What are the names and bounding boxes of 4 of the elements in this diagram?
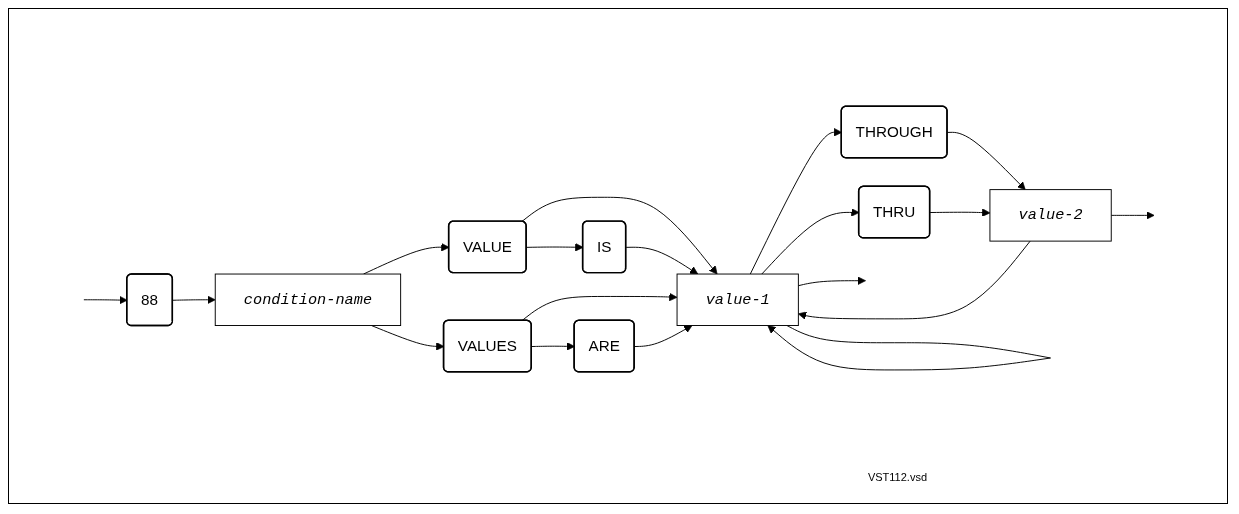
node-box: value-1 xyxy=(676,273,799,326)
node-box: value-2 xyxy=(989,189,1112,242)
file-name-label: VST112.vsd xyxy=(867,471,927,483)
node-box: condition-name xyxy=(214,273,402,326)
